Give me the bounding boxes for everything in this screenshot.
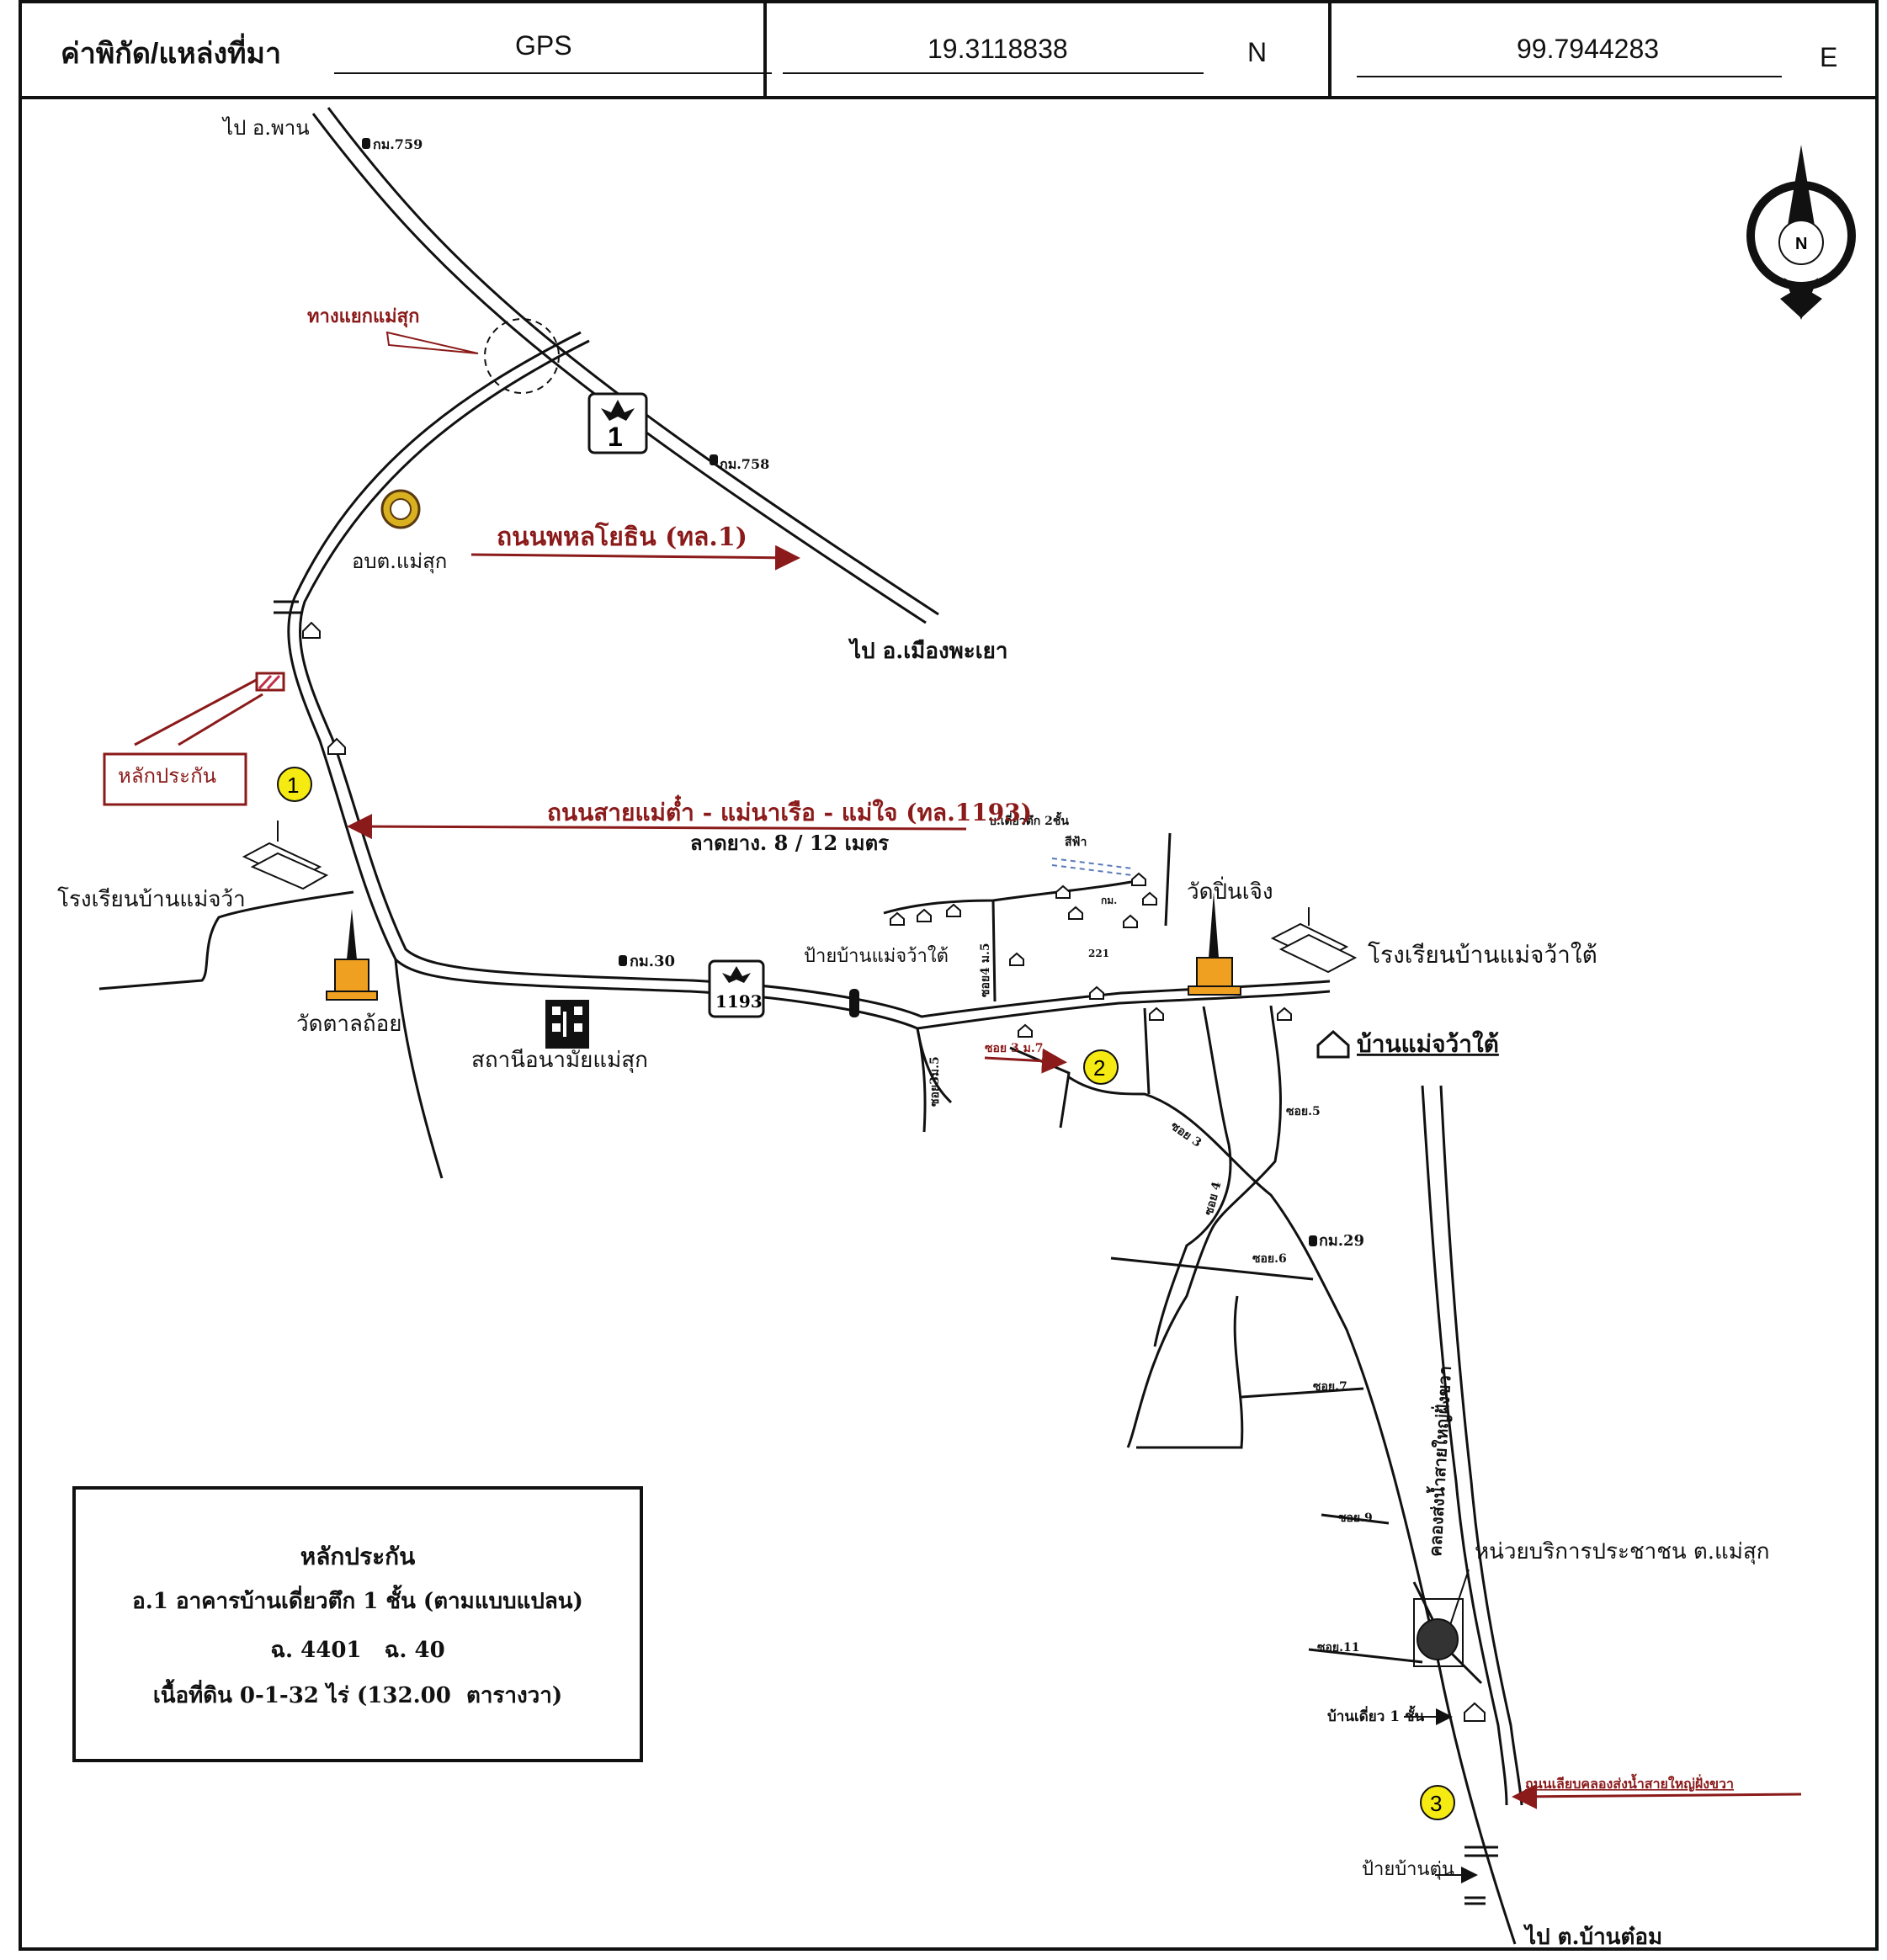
label-soi4m5: ซอย4 ม.5 [979,943,992,997]
latitude-value: 19.3118838 [928,34,1068,64]
service-unit-icon [1413,1598,1464,1667]
source-value: GPS [515,30,572,61]
label-to-ban-tom: ไป ต.บ้านต๋อม [1523,1923,1662,1950]
stream-dashes [1051,858,1133,876]
bridge-marks [274,600,1498,1905]
label-school-maewa-tai: โรงเรียนบ้านแม่จว้าใต้ [1368,941,1597,969]
label-km29: กม.29 [1319,1232,1364,1250]
label-phahonyothin: ถนนพหลโยธิน (ทล.1) [497,521,747,552]
label-km759: กม.759 [373,136,423,152]
label-soi11: ซอย.11 [1317,1641,1359,1655]
label-to-phan: ไป อ.พาน [221,116,310,140]
property-parcel-icon [255,672,285,692]
label-km758: กม.758 [720,456,769,472]
label-soi3: ซอย 3 [1168,1119,1204,1150]
junction-circle [484,318,560,394]
marker-3-number: 3 [1430,1791,1442,1816]
marker-1-number: 1 [287,773,299,798]
marker-2-number: 2 [1093,1055,1105,1081]
annotation-arrows [134,331,1802,1809]
highway-1-number: 1 [608,422,623,452]
label-house-color: สีฟ้า [1065,836,1087,849]
collateral-tag-label: หลักประกัน [118,764,216,788]
highway-1-road [311,107,939,624]
health-station-icon [545,1000,589,1049]
collateral-tag [103,752,247,806]
label-sign-maewa-tai: ป้ายบ้านแม่จว้าใต้ [804,945,949,967]
label-soi3m5: ซอย3ม.5 [928,1056,942,1107]
location-marker-3 [1420,1785,1455,1820]
label-soi6: ซอย.6 [1252,1252,1287,1266]
label-service-unit: หน่วยบริการประชาชน ต.แม่สุก [1475,1539,1770,1564]
label-soi7: ซอย.7 [1313,1380,1347,1394]
label-route1193: ถนนสายแม่ต๋ำ - แม่นาเรือ - แม่ใจ (ทล.119… [547,794,1032,826]
label-single-house: บ้านเดี่ยว 1 ชั้น [1327,1705,1425,1725]
sao-emblem-icon [380,489,421,529]
location-marker-1 [277,767,312,802]
longitude-value: 99.7944283 [1517,34,1660,64]
latitude-direction: N [1247,37,1268,67]
label-health-station: สถานีอนามัยแม่สุก [471,1048,648,1073]
label-km-small: กม. [1101,895,1117,906]
coordinates-header: ค่าพิกัด/แหล่งที่มา GPS 19.3118838 N 99.… [19,0,1879,99]
school-maewa-tai-icon [1270,907,1358,974]
collateral-line-1: อ.1 อาคารบ้านเดี่ยวตึก 1 ชั้น (ตามแบบแปล… [132,1589,583,1614]
highway-1193-number: 1193 [715,991,763,1012]
label-village-maewa-tai: บ้านแม่จว้าใต้ [1357,1030,1499,1058]
label-soi3m7: ซอย 3 ม.7 [985,1042,1043,1055]
label-house-note: บ.เดี่ยวตึก 2ชั้น [989,811,1069,828]
map-frame [19,0,1879,1951]
label-soi9: ซอย.9 [1338,1511,1373,1525]
label-221: 221 [1088,948,1109,959]
label-wat-pin-choeng: วัดปิ่นเจิง [1187,876,1273,905]
canal [1421,1085,1523,1806]
collateral-title: หลักประกัน [300,1543,416,1570]
label-junction: ทางแยกแม่สุก [307,305,419,328]
north-arrow-icon [1746,145,1856,320]
wat-pin-choeng-stupa-icon [1188,892,1241,996]
highway-1-shield [587,392,648,454]
km-post-icon [362,138,1317,1246]
label-asphalt: ลาดยาง. 8 / 12 เมตร [690,831,889,855]
label-school-maewa: โรงเรียนบ้านแม่จว้า [57,886,246,912]
label-sign-ban-tun: ป้ายบ้านตุ่น [1362,1859,1454,1880]
collateral-info-box: หลักประกัน อ.1 อาคารบ้านเดี่ยวตึก 1 ชั้น… [72,1486,643,1762]
label-soi5: ซอย.5 [1286,1105,1321,1118]
coordinates-label: ค่าพิกัด/แหล่งที่มา [61,38,282,70]
compass-letter: N [1795,235,1807,253]
label-canal: คลองส่งน้ำสายใหญ่ฝั่งขวา [1422,1365,1455,1557]
label-km30: กม.30 [630,953,675,970]
school-maewa-icon [242,821,329,890]
location-marker-2 [1083,1049,1119,1085]
label-soi4: ซอย 4 [1202,1180,1224,1217]
collateral-line-3: เนื้อที่ดิน 0-1-32 ไร่ (132.00 ตารางวา) [152,1683,563,1708]
route-1193-road [287,331,1331,1030]
label-to-phayao: ไป อ.เมืองพะเยา [848,637,1007,664]
highway-1193-shield [708,959,765,1018]
label-canal-road: ถนนเลียบคลองส่งน้ำสายใหญ่ฝั่งขวา [1525,1773,1734,1793]
village-house-icon [1316,1029,1350,1059]
village-sign-icon [849,989,859,1017]
collateral-line-2: ฉ. 4401 ฉ. 40 [270,1638,445,1663]
local-roads [98,832,1517,1945]
longitude-direction: E [1820,42,1838,72]
label-wat-tan: วัดตาลถ้อย [296,1012,402,1037]
wat-tan-stupa-icon [326,909,378,1001]
house-icons [302,621,1486,1722]
label-sao-office: อบต.แม่สุก [352,550,447,574]
